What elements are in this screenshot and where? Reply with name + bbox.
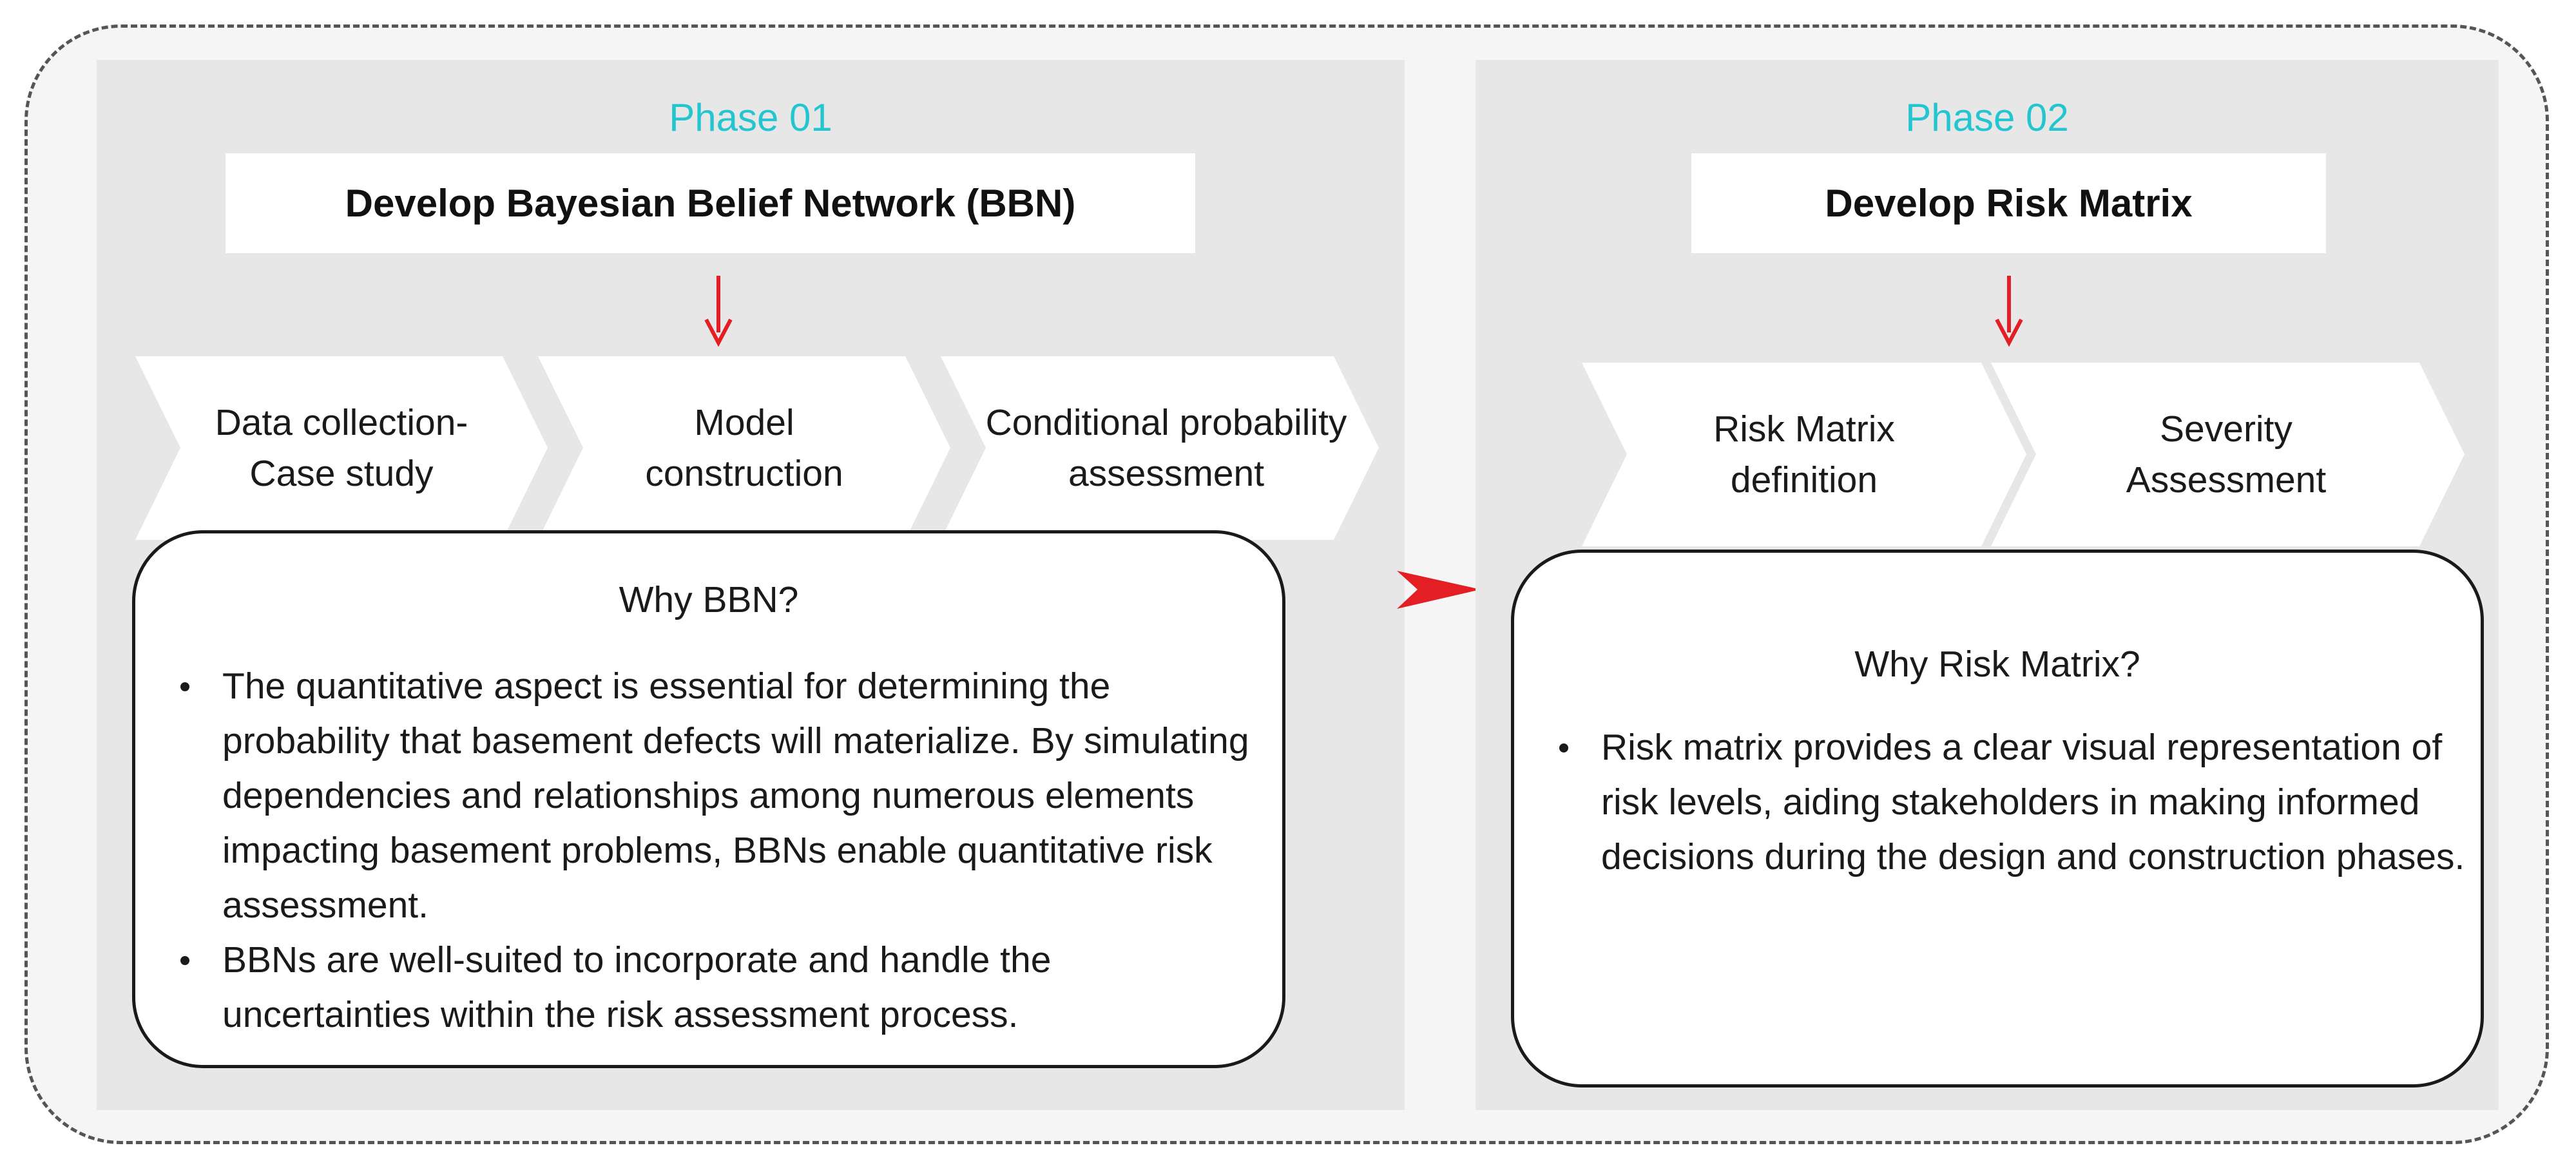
- phase-02-title-box: Develop Risk Matrix: [1691, 153, 2326, 253]
- why-risk-matrix-title: Why Risk Matrix?: [1854, 644, 2140, 685]
- phase-01-label: Phase 01: [669, 96, 832, 139]
- list-item: Risk matrix provides a clear visual repr…: [1546, 720, 2474, 885]
- step-chevron: [941, 356, 1379, 540]
- phase-02-label: Phase 02: [1905, 96, 2069, 139]
- why-bbn-box: Why BBN? The quantitative aspect is esse…: [132, 530, 1285, 1068]
- phase-transition-arrow-icon: [1397, 571, 1481, 609]
- step-chevron: [1991, 363, 2465, 546]
- step-data-collection: Data collection-Case study: [215, 401, 468, 494]
- list-item: The quantitative aspect is essential for…: [168, 659, 1269, 933]
- phase-01-panel: Phase 01 Develop Bayesian Belief Network…: [97, 60, 1405, 1110]
- why-bbn-title: Why BBN?: [619, 579, 799, 620]
- phase-02-down-arrow-icon: [1995, 276, 2023, 347]
- phase-01-title-box: Develop Bayesian Belief Network (BBN): [226, 153, 1195, 253]
- why-risk-matrix-box: Why Risk Matrix? Risk matrix provides a …: [1511, 550, 2484, 1087]
- step-chevron: [1582, 363, 2026, 546]
- why-bbn-list: The quantitative aspect is essential for…: [168, 659, 1269, 1042]
- step-chevron: [135, 356, 548, 540]
- step-chevron: [538, 356, 950, 540]
- phase-01-down-arrow-icon: [704, 276, 733, 347]
- why-risk-matrix-list: Risk matrix provides a clear visual repr…: [1546, 720, 2474, 885]
- phase-02-panel: Phase 02 Develop Risk Matrix Risk Matrix…: [1475, 60, 2499, 1110]
- list-item: BBNs are well-suited to incorporate and …: [168, 933, 1269, 1042]
